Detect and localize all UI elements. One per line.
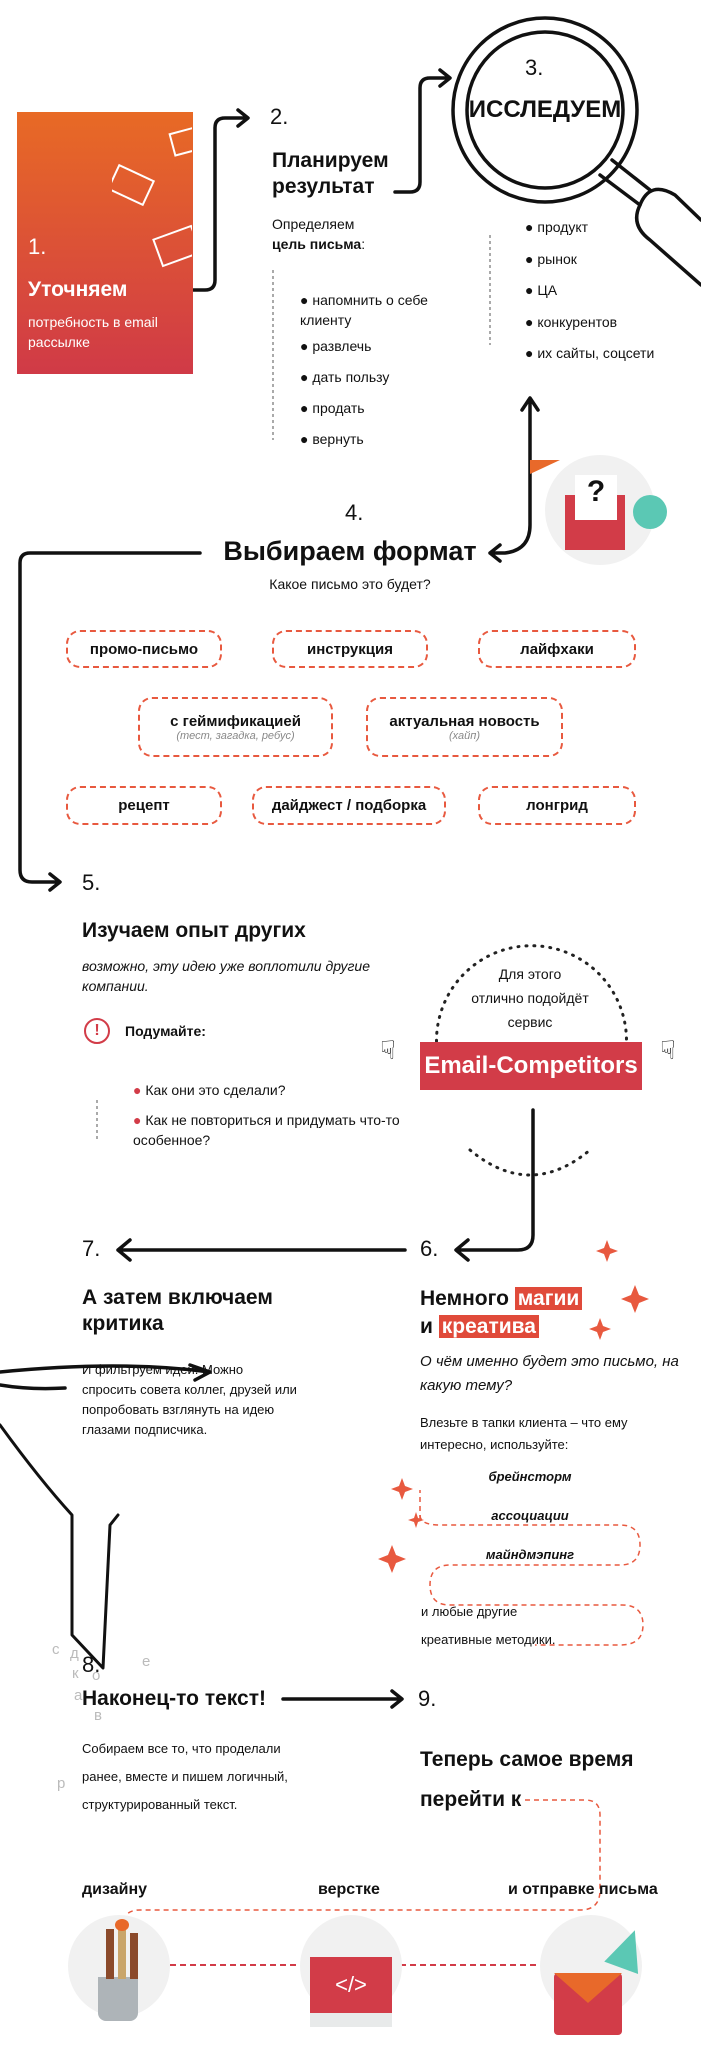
question-envelope-icon: ? — [530, 455, 667, 565]
step4-number: 4. — [345, 500, 364, 525]
think-label: Подумайте: — [125, 1023, 206, 1039]
list-item: ● рынок — [525, 250, 577, 267]
list-item: ● продукт — [525, 219, 589, 235]
step5-title: Изучаем опыт других — [82, 919, 306, 942]
step1-card: 1. Уточняем потребность в email рассылке — [17, 112, 193, 374]
send-email-icon — [540, 1915, 652, 2035]
step8-text: Собираем все то, что проделали ранее, вм… — [82, 1741, 288, 1812]
sparkle-icon — [596, 1240, 618, 1262]
step7-title: А затем включаем критика — [82, 1286, 273, 1335]
step3-title: ИССЛЕДУЕМ — [468, 96, 622, 123]
step2-title: Планируем результат — [272, 149, 389, 198]
step9-number: 9. — [418, 1686, 437, 1711]
step3-number: 3. — [525, 55, 544, 80]
method-item: ассоциации — [491, 1508, 569, 1523]
step7-number: 7. — [82, 1236, 101, 1261]
step1-title: Уточняем — [28, 278, 128, 301]
think-list: ● Как они это сделали? ● Как не повторит… — [133, 1080, 413, 1150]
list-item: ● Как не повториться и придумать что-то … — [133, 1112, 400, 1148]
step8-number: 8. — [82, 1652, 101, 1677]
format-pill: инструкция — [272, 630, 428, 668]
step3-research-list: ● продукт ● рынок ● ЦА ● конкурентов ● и… — [525, 212, 654, 370]
step6-number: 6. — [420, 1236, 439, 1261]
format-pill: промо-письмо — [66, 630, 222, 668]
step1-number: 1. — [28, 234, 47, 259]
step4-title: Выбираем формат — [223, 536, 477, 566]
method-item: майндмэпинг — [485, 1547, 575, 1562]
monitor-code-icon: </> — [300, 1915, 402, 2027]
list-item: ● развлечь — [300, 338, 372, 354]
list-item: ● Как они это сделали? — [133, 1082, 286, 1098]
step1-text: потребность в email рассылке — [28, 314, 158, 350]
exclamation-icon: ! — [84, 1018, 110, 1044]
list-item: ● конкурентов — [525, 313, 618, 330]
step7-text: И фильтруем идеи. Можно спросить совета … — [82, 1362, 297, 1437]
list-item: ● их сайты, соцсети — [525, 345, 655, 361]
format-pill: дайджест / подборка — [252, 786, 446, 825]
step5-number: 5. — [82, 870, 101, 895]
format-pill: лонгрид — [478, 786, 636, 825]
list-item: ● вернуть — [300, 431, 364, 447]
envelope-icons — [112, 125, 192, 268]
bell-icon — [633, 495, 667, 529]
brushes-icon — [68, 1915, 170, 2021]
format-pill: с геймификацией(тест, загадка, ребус) — [138, 697, 333, 757]
list-item: ● продать — [300, 400, 365, 416]
paper-plane-icon — [530, 460, 560, 474]
step2-goal-list: ● напомнить о себе клиенту ● развлечь ● … — [300, 290, 460, 449]
method-item: брейнсторм — [488, 1469, 572, 1484]
pointing-hand-icon: ☟ — [660, 1035, 676, 1065]
step8-title: Наконец-то текст! — [82, 1687, 266, 1710]
step5-italic: возможно, эту идею уже воплотили другие … — [82, 958, 371, 994]
format-pill: лайфхаки — [478, 630, 636, 668]
pointing-hand-icon: ☟ — [380, 1035, 396, 1065]
step6-text: Влезьте в тапки клиента – что ему интере… — [420, 1415, 628, 1452]
step4-subtitle: Какое письмо это будет? — [269, 576, 431, 592]
step6-italic: О чём именно будет это письмо, на какую … — [420, 1353, 679, 1394]
target-markup: верстке — [318, 1881, 380, 1898]
target-design: дизайну — [82, 1881, 148, 1898]
format-pill: актуальная новость(хайп) — [366, 697, 563, 757]
list-item: ● напомнить о себе клиенту — [300, 292, 428, 328]
target-send: и отправке письма — [508, 1881, 658, 1898]
email-competitors-link[interactable]: Email-Competitors — [420, 1042, 642, 1090]
format-pill: рецепт — [66, 786, 222, 825]
list-item: ● дать пользу — [300, 369, 390, 385]
list-item: ● ЦА — [525, 282, 558, 298]
step2-number: 2. — [270, 104, 289, 129]
